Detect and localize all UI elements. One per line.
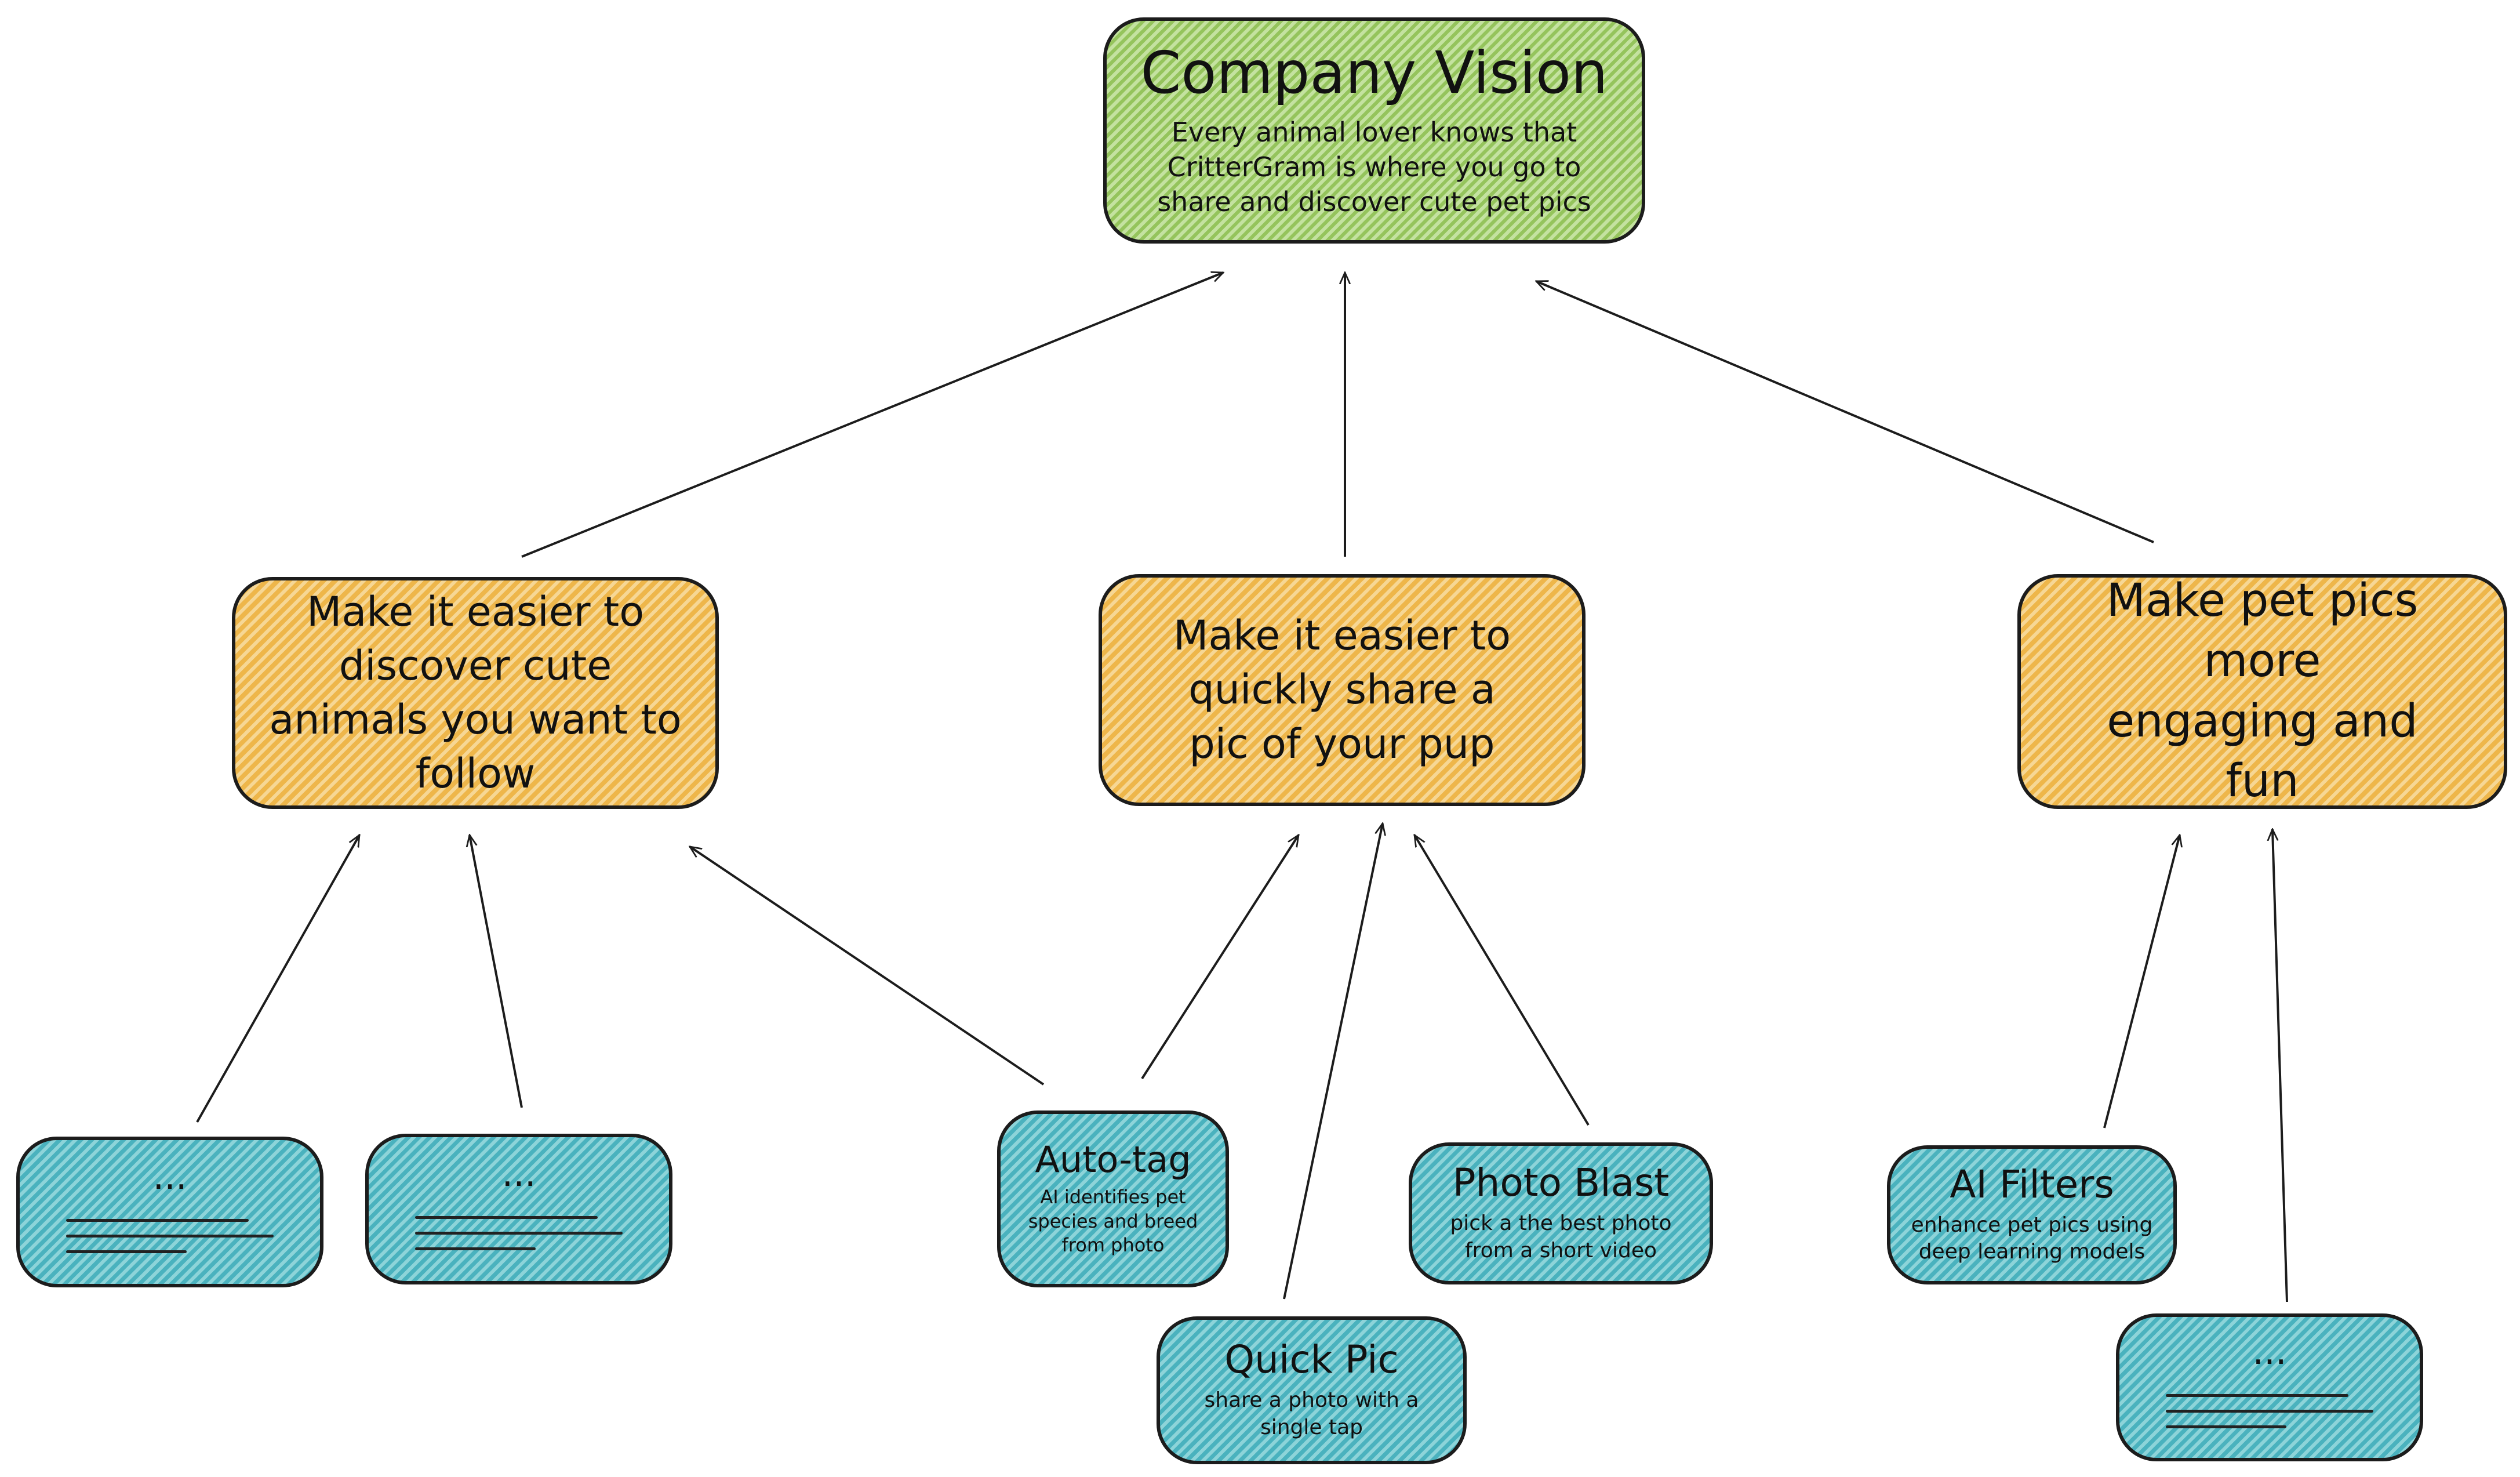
goal-discover-box: Make it easier to discover cute animals … <box>232 577 719 809</box>
feature-quick-pic-title: Quick Pic <box>1224 1337 1399 1382</box>
feature-photo-blast-description: pick a the best photo from a short video <box>1450 1211 1672 1262</box>
placeholder-card-1: ... <box>16 1137 323 1287</box>
arrow-placeholder1-to-discover <box>196 835 361 1123</box>
feature-ai-filters-description: enhance pet pics using deep learning mod… <box>1911 1213 2153 1264</box>
company-vision-description: Every animal lover knows that CritterGra… <box>1157 117 1591 217</box>
feature-photo-blast-card: Photo Blast pick a the best photo from a… <box>1409 1142 1713 1284</box>
arrow-placeholder2-to-discover <box>470 835 523 1108</box>
goal-share-label: Make it easier to quickly share a pic of… <box>1173 612 1511 768</box>
arrow-engaging-to-vision <box>1536 280 2154 543</box>
feature-ai-filters-card: AI Filters enhance pet pics using deep l… <box>1887 1145 2177 1284</box>
feature-photo-blast-title: Photo Blast <box>1452 1160 1670 1206</box>
arrow-photoblast-to-share <box>1414 835 1590 1126</box>
arrow-autotag-to-discover <box>690 847 1045 1086</box>
arrow-autotag-to-share <box>1141 835 1299 1080</box>
feature-auto-tag-description: AI identifies pet species and breed from… <box>1028 1186 1198 1257</box>
feature-quick-pic-description: share a photo with a single tap <box>1204 1388 1419 1439</box>
arrow-placeholder3-to-engaging <box>2272 829 2288 1302</box>
arrow-discover-to-vision <box>521 273 1223 558</box>
placeholder-card-2: ... <box>365 1134 672 1284</box>
goal-discover-label: Make it easier to discover cute animals … <box>269 587 682 798</box>
goal-engaging-label: Make pet pics more engaging and fun <box>2106 575 2419 808</box>
feature-auto-tag-title: Auto-tag <box>1035 1138 1191 1181</box>
goal-engaging-box: Make pet pics more engaging and fun <box>2017 574 2507 809</box>
placeholder-1-lines <box>66 1206 274 1266</box>
feature-quick-pic-card: Quick Pic share a photo with a single ta… <box>1157 1316 1467 1464</box>
arrow-aifilters-to-engaging <box>2103 835 2180 1128</box>
company-vision-title: Company Vision <box>1140 39 1608 107</box>
feature-ai-filters-title: AI Filters <box>1950 1162 2114 1207</box>
placeholder-2-title: ... <box>501 1152 536 1195</box>
placeholder-1-title: ... <box>152 1155 187 1197</box>
placeholder-3-lines <box>2166 1381 2373 1441</box>
company-vision-box: Company Vision Every animal lover knows … <box>1103 17 1645 244</box>
feature-auto-tag-card: Auto-tag AI identifies pet species and b… <box>997 1111 1229 1287</box>
placeholder-3-title: ... <box>2252 1330 2287 1373</box>
goal-share-box: Make it easier to quickly share a pic of… <box>1099 574 1586 806</box>
arrow-quickpic-to-share <box>1283 823 1383 1300</box>
placeholder-card-3: ... <box>2116 1313 2423 1461</box>
placeholder-2-lines <box>415 1203 623 1263</box>
